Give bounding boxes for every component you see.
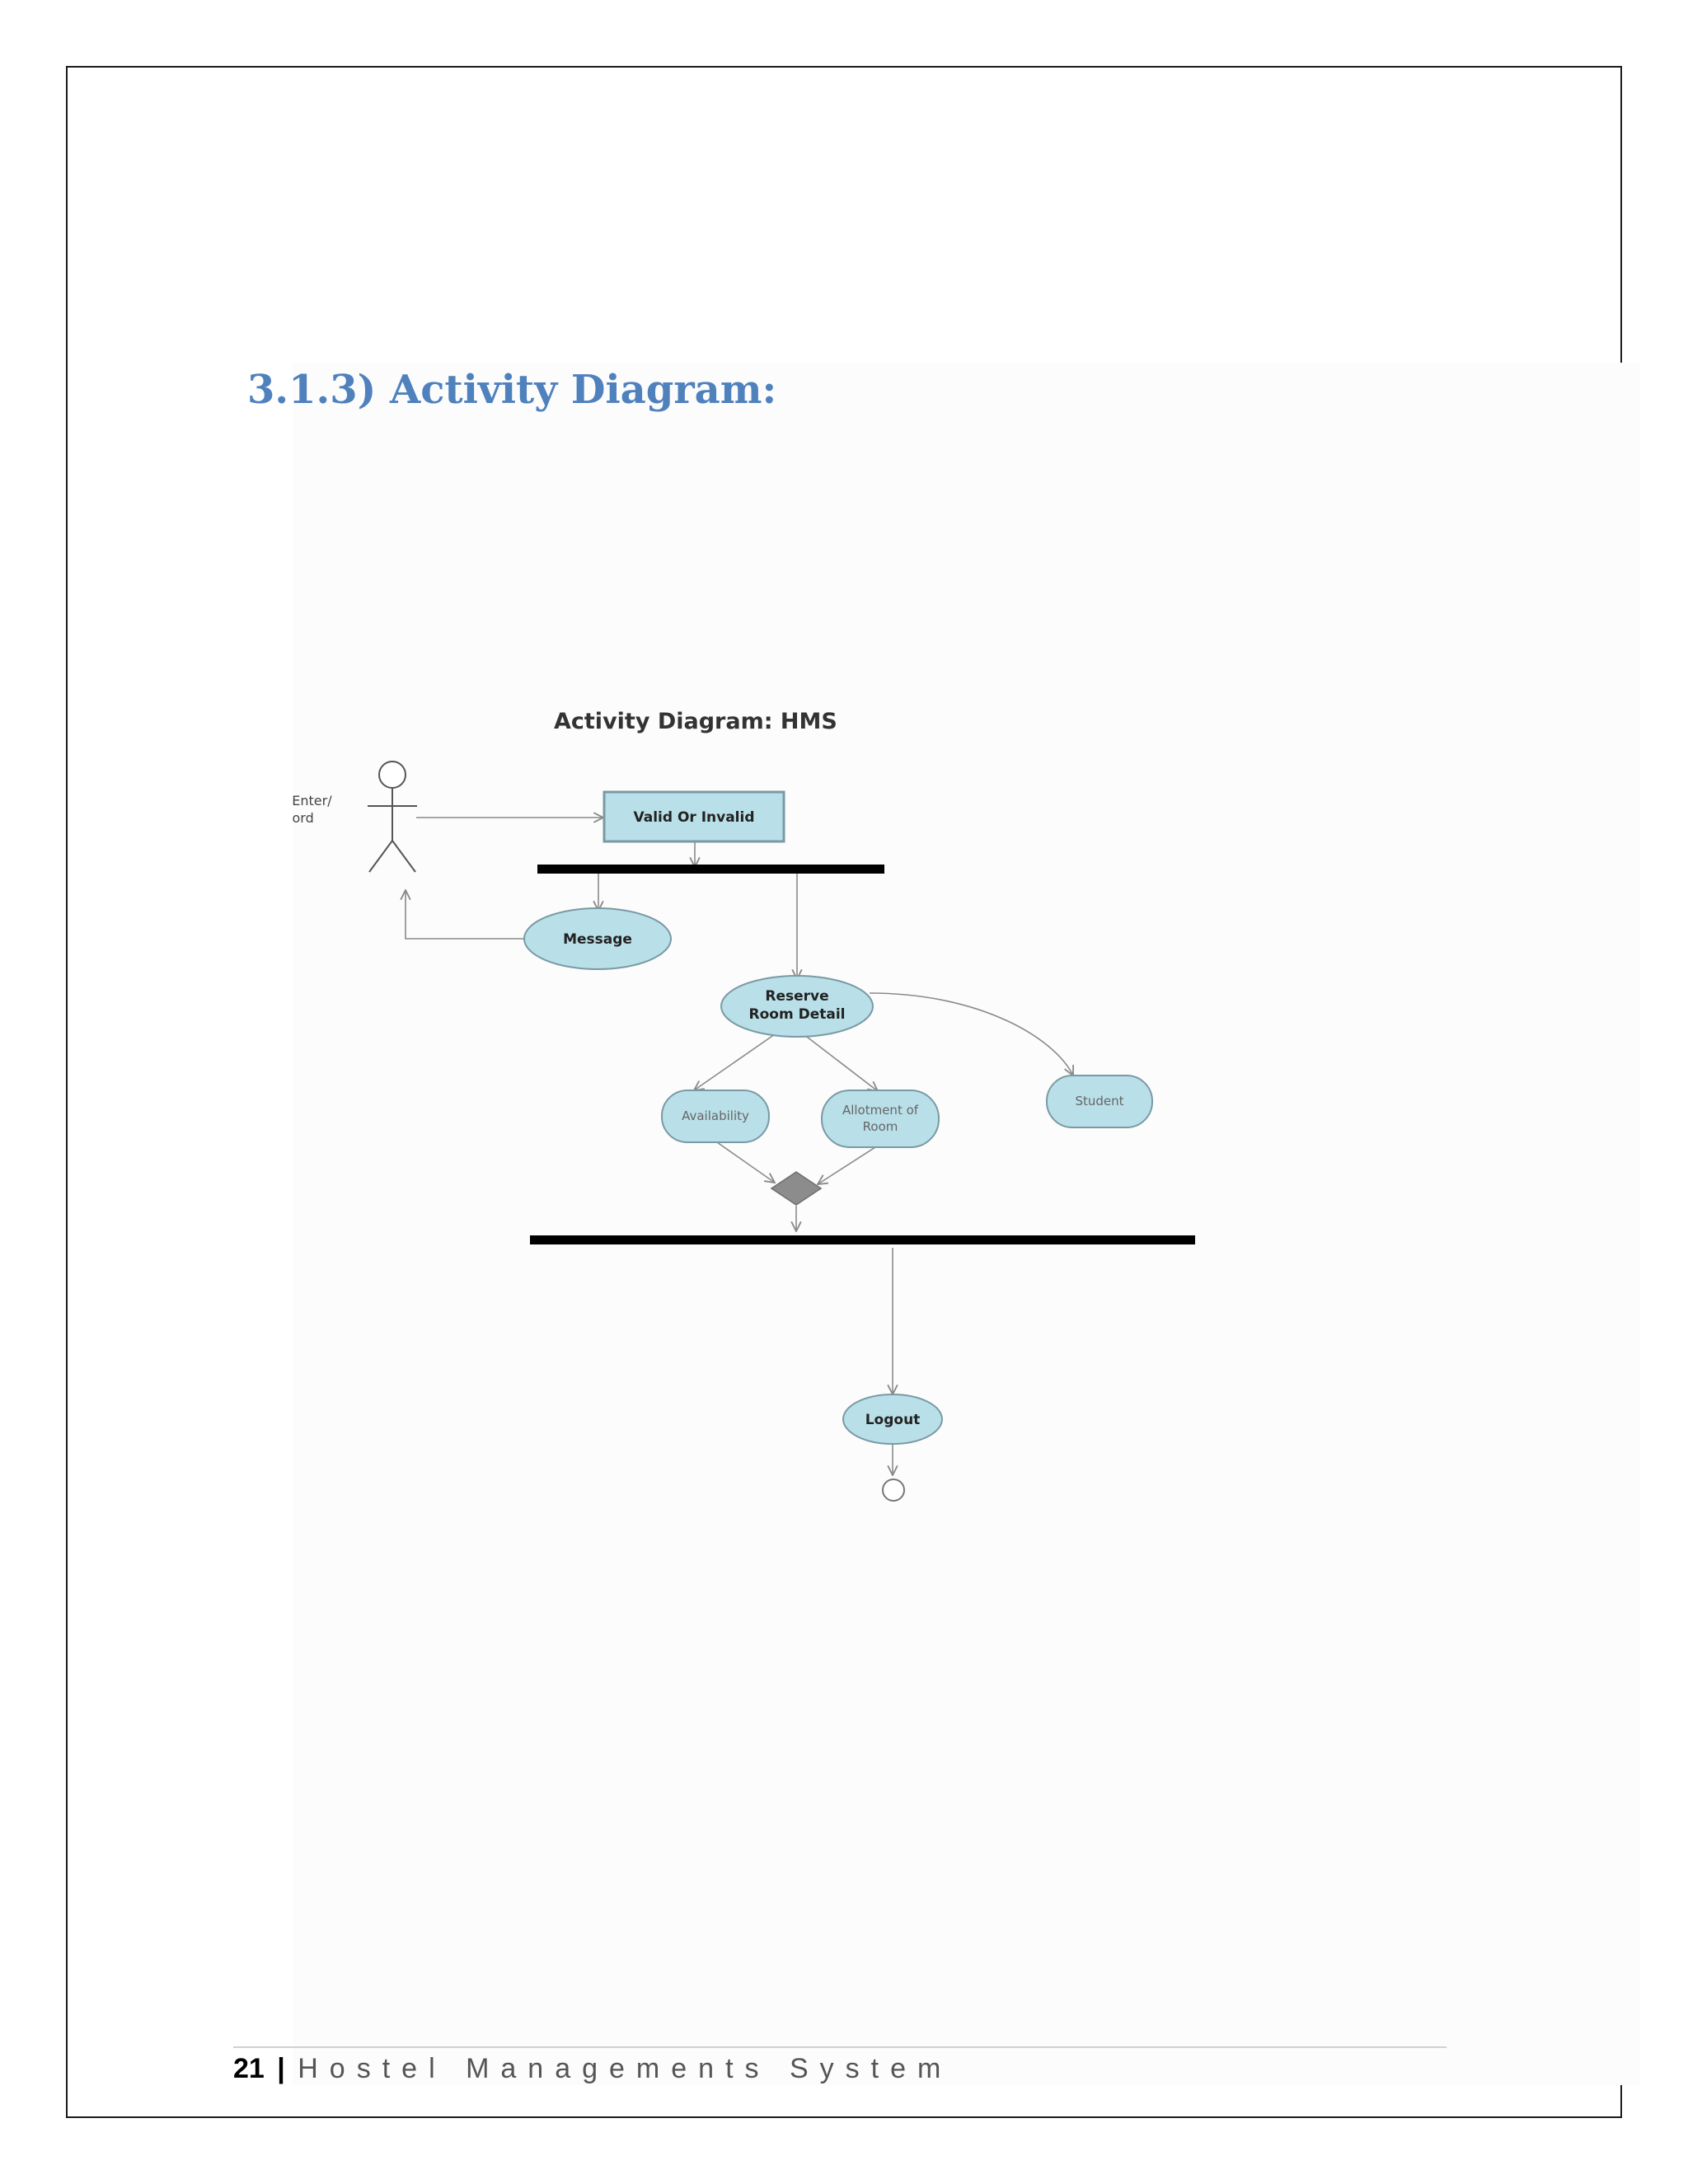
activity-diagram: Activity Diagram: HMS Login Enter/ Passw… <box>293 709 1195 1502</box>
availability-label: Availability <box>682 1108 749 1123</box>
edge-message-to-actor <box>406 890 525 940</box>
fork-bar <box>537 865 884 874</box>
reserve-label-line1: Reserve <box>765 988 828 1005</box>
connectors <box>406 818 1073 1475</box>
actor-label-line1: Login Enter/ <box>293 793 332 808</box>
diagram-panel: Activity Diagram: HMS Login Enter/ Passw… <box>293 363 1640 2085</box>
allotment-label-line2: Room <box>863 1119 898 1134</box>
reserve-label-line2: Room Detail <box>749 1006 846 1023</box>
diagram-title: Activity Diagram: HMS <box>554 709 837 734</box>
page-number: 21 <box>233 2053 265 2084</box>
join-bar <box>530 1235 1195 1244</box>
edge-allotment-to-decision <box>818 1146 876 1184</box>
availability-node: Availability <box>661 1090 770 1143</box>
allotment-node: Allotment of Room <box>821 1090 940 1148</box>
logout-label: Logout <box>865 1412 921 1428</box>
document-name: Hostel Managements System <box>298 2053 953 2084</box>
page-footer: 21 | Hostel Managements System <box>233 2053 952 2085</box>
edge-reserve-to-availability <box>694 1033 776 1090</box>
message-node: Message <box>523 907 672 970</box>
edge-reserve-to-allotment <box>803 1033 878 1091</box>
logout-node: Logout <box>842 1394 943 1445</box>
message-label: Message <box>563 931 632 948</box>
allotment-label-line1: Allotment of <box>842 1103 919 1118</box>
decision-diamond <box>770 1171 823 1206</box>
section-heading: 3.1.3) Activity Diagram: <box>247 367 777 413</box>
student-node: Student <box>1046 1075 1153 1128</box>
valid-label: Valid Or Invalid <box>634 809 755 826</box>
footer-separator: | <box>277 2053 285 2084</box>
end-node <box>882 1479 905 1502</box>
actor <box>368 761 417 873</box>
edge-reserve-to-student <box>869 992 1073 1076</box>
valid-node: Valid Or Invalid <box>603 790 785 843</box>
actor-label-line2: Password <box>293 810 314 826</box>
footer-rule <box>233 2046 1447 2048</box>
reserve-node: Reserve Room Detail <box>720 975 874 1038</box>
student-label: Student <box>1075 1094 1123 1108</box>
edge-availability-to-decision <box>716 1141 775 1183</box>
